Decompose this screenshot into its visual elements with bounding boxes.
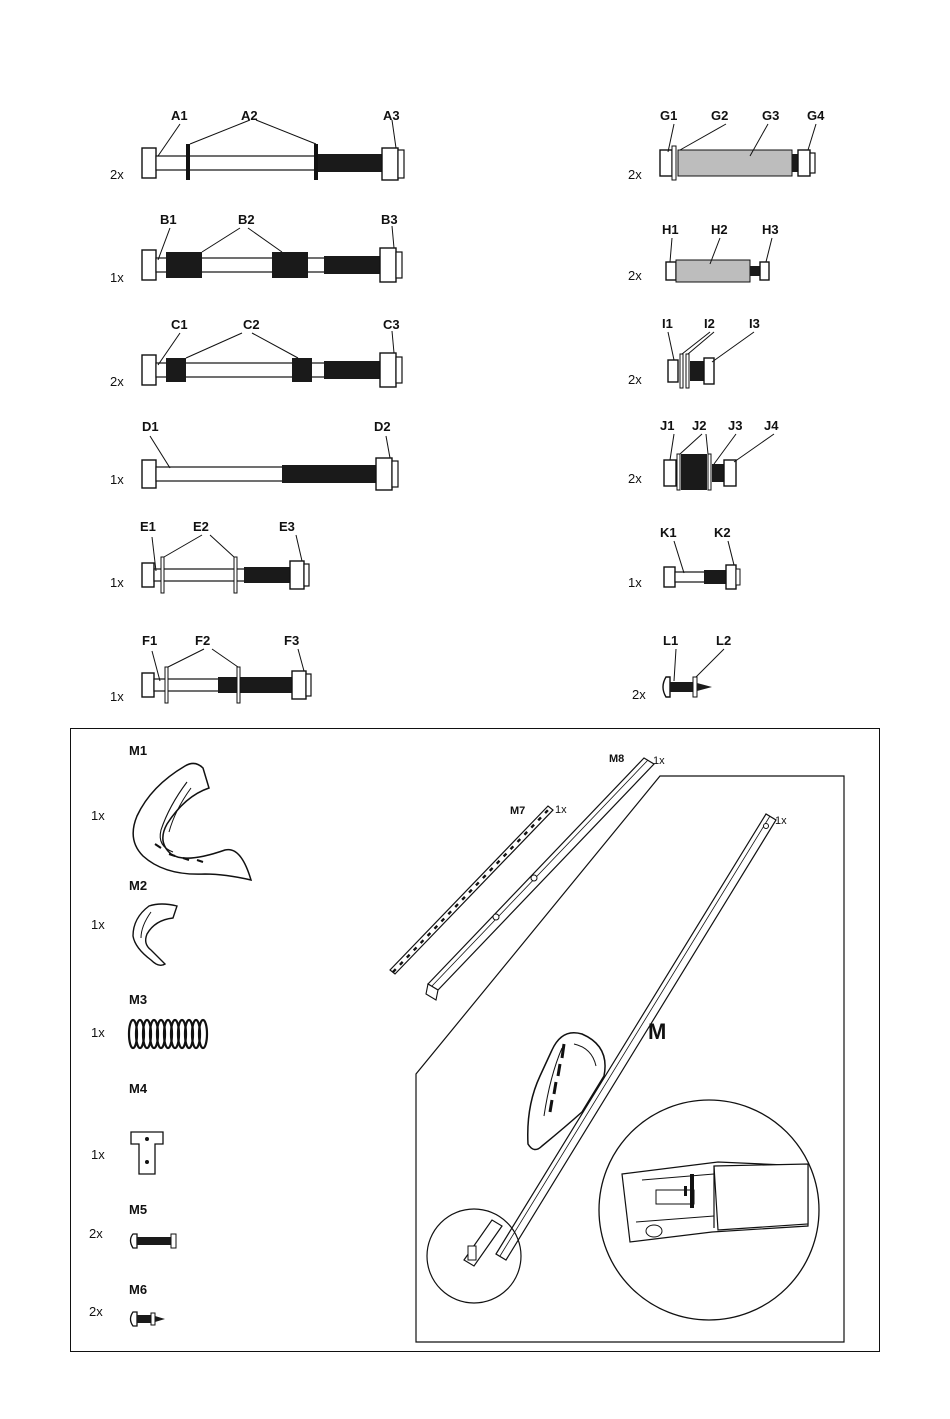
bolt-f-drawing xyxy=(130,645,330,715)
qty-g: 2x xyxy=(628,167,642,182)
qty-b: 1x xyxy=(110,270,124,285)
bolt-g-drawing xyxy=(650,120,840,190)
label-g4: G4 xyxy=(807,108,824,123)
qty-a: 2x xyxy=(110,167,124,182)
bolt-j-drawing xyxy=(650,430,800,500)
label-m1: M1 xyxy=(129,743,147,758)
qty-m5: 2x xyxy=(89,1226,103,1241)
qty-m3: 1x xyxy=(91,1025,105,1040)
qty-c: 2x xyxy=(110,374,124,389)
qty-i: 2x xyxy=(628,372,642,387)
handle-grip-m1-drawing xyxy=(125,760,260,890)
qty-handle: 1x xyxy=(775,815,787,827)
grip-clip-m2-drawing xyxy=(125,900,185,975)
assembly-panel xyxy=(414,776,846,1344)
bolt-i-drawing xyxy=(650,328,770,398)
qty-e: 1x xyxy=(110,575,124,590)
qty-h: 2x xyxy=(628,268,642,283)
bolt-k-drawing xyxy=(650,537,760,597)
qty-d: 1x xyxy=(110,472,124,487)
screw-l-drawing xyxy=(650,645,740,705)
qty-j: 2x xyxy=(628,471,642,486)
qty-m1: 1x xyxy=(91,808,105,823)
qty-m4: 1x xyxy=(91,1147,105,1162)
spring-m3-drawing xyxy=(125,1016,210,1056)
label-m4: M4 xyxy=(129,1081,147,1096)
qty-f: 1x xyxy=(110,689,124,704)
label-m2: M2 xyxy=(129,878,147,893)
label-m3: M3 xyxy=(129,992,147,1007)
label-m6: M6 xyxy=(129,1282,147,1297)
screw-m6-drawing xyxy=(125,1306,175,1336)
bolt-a-drawing xyxy=(130,120,420,190)
qty-m6: 2x xyxy=(89,1304,103,1319)
qty-l: 2x xyxy=(632,687,646,702)
qty-m2: 1x xyxy=(91,917,105,932)
bolt-m5-drawing xyxy=(125,1226,185,1256)
label-m5: M5 xyxy=(129,1202,147,1217)
bolt-e-drawing xyxy=(130,531,330,601)
bolt-b-drawing xyxy=(130,224,420,294)
plate-m4-drawing xyxy=(125,1128,170,1178)
assembly-label-m: M xyxy=(648,1019,666,1045)
bolt-c-drawing xyxy=(130,329,420,399)
qty-k: 1x xyxy=(628,575,642,590)
bolt-d-drawing xyxy=(130,430,420,500)
bolt-h-drawing xyxy=(650,234,790,294)
